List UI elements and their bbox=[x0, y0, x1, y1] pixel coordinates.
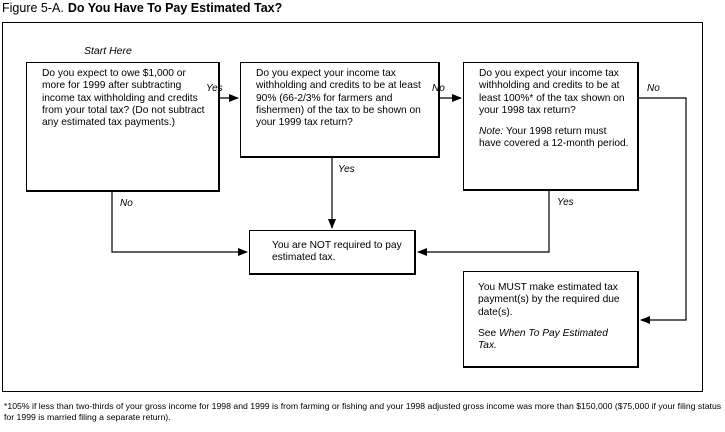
arrow-q3-yes bbox=[417, 191, 550, 256]
note-text: Your 1998 return must have covered a 12-… bbox=[479, 126, 629, 150]
edge-label-q1-no: No bbox=[120, 198, 133, 209]
arrow-q1-no bbox=[111, 192, 248, 256]
figure-title: Figure 5-A.Do You Have To Pay Estimated … bbox=[2, 1, 282, 15]
figure-heading: Do You Have To Pay Estimated Tax? bbox=[67, 1, 283, 15]
footnote: *105% if less than two-thirds of your gr… bbox=[4, 401, 722, 422]
not-required-box: You are NOT required to pay estimated ta… bbox=[249, 230, 416, 275]
edge-label-q1-yes: Yes bbox=[206, 83, 223, 94]
question-90-percent-box: Do you expect your income tax withholdin… bbox=[240, 62, 440, 158]
must-pay-see-line: See When To Pay Estimated Tax. bbox=[478, 328, 629, 353]
diagram-frame bbox=[2, 22, 703, 392]
must-pay-box: You MUST make estimated tax payment(s) b… bbox=[463, 271, 639, 368]
edge-label-q3-yes: Yes bbox=[557, 197, 574, 208]
figure-label: Figure 5-A. bbox=[2, 1, 64, 15]
question-owe-1000-text: Do you expect to owe $1,000 or more for … bbox=[42, 68, 205, 129]
edge-label-q2-no: No bbox=[432, 83, 445, 94]
question-100-percent-box: Do you expect your income tax withholdin… bbox=[463, 62, 639, 191]
edge-label-q2-yes: Yes bbox=[338, 164, 355, 175]
question-100-percent-text: Do you expect your income tax withholdin… bbox=[479, 68, 625, 116]
question-90-percent-text: Do you expect your income tax withholdin… bbox=[256, 68, 421, 129]
must-pay-see: See bbox=[478, 327, 497, 339]
edge-label-q3-no: No bbox=[647, 83, 660, 94]
note-label: Note: bbox=[479, 126, 504, 138]
arrow-q3-no bbox=[639, 97, 687, 324]
start-here-label: Start Here bbox=[84, 45, 132, 57]
question-100-percent-note: Note: Your 1998 return must have covered… bbox=[479, 126, 629, 151]
must-pay-text: You MUST make estimated tax payment(s) b… bbox=[478, 282, 620, 318]
question-owe-1000-box: Do you expect to owe $1,000 or more for … bbox=[26, 62, 220, 192]
when-to-pay-reference: When To Pay Estimated Tax. bbox=[478, 327, 608, 352]
not-required-text: You are NOT required to pay estimated ta… bbox=[272, 240, 402, 264]
